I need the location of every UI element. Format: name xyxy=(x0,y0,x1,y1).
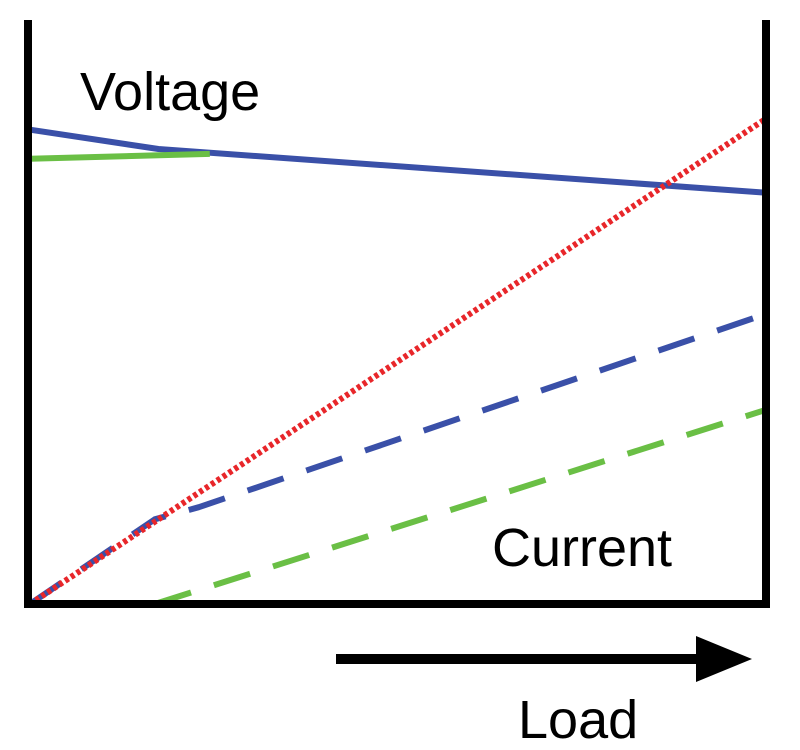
series-line-1-solid xyxy=(29,126,765,196)
current-label: Current xyxy=(492,518,672,578)
voltage-label: Voltage xyxy=(80,62,260,122)
x-axis-label: Load xyxy=(518,690,638,750)
series-line-4-dashed xyxy=(153,407,765,607)
load-arrow-head xyxy=(696,636,752,682)
series-line-2-solid xyxy=(29,150,210,162)
series-line-3-dashed xyxy=(28,315,754,607)
load-arrow xyxy=(336,636,752,682)
series-layer xyxy=(28,117,766,607)
